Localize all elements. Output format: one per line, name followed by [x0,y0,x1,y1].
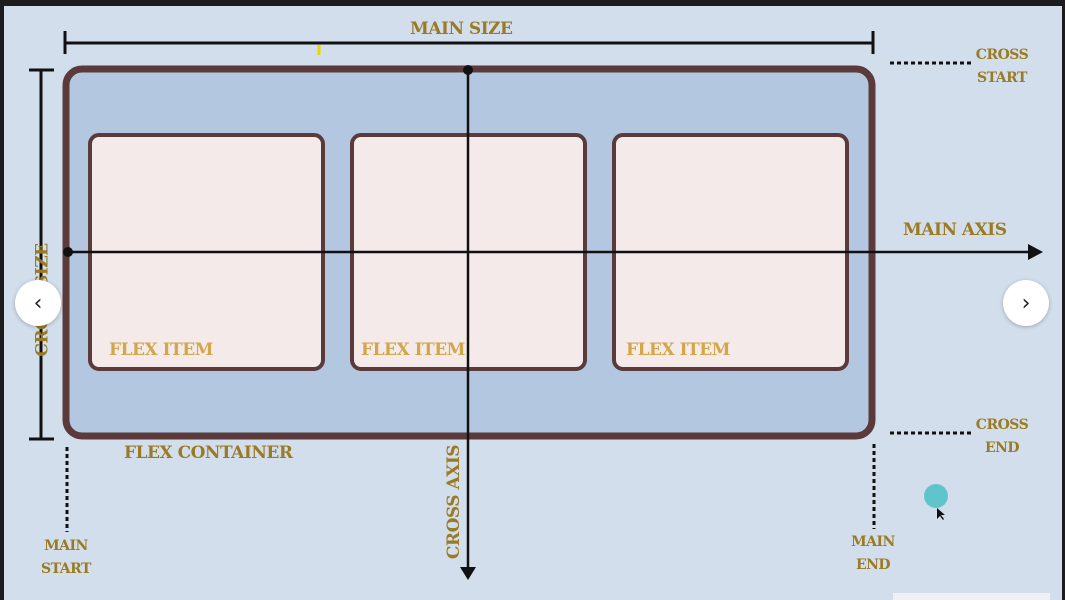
main-axis-start-dot [63,247,73,257]
main-end-label: MAIN END [843,531,903,577]
main-axis-arrowhead [1028,244,1043,260]
main-size-label: MAIN SIZE [410,19,513,39]
flex-item-label-1: FLEX ITEM [109,340,213,360]
cross-start-label-line2: START [977,70,1027,86]
previous-slide-button[interactable]: ‹ [15,280,61,326]
chevron-left-icon: ‹ [33,290,43,316]
cursor-highlight-dot [924,484,948,508]
chevron-right-icon: › [1021,290,1031,316]
cross-end-label-line1: CROSS [975,417,1029,433]
cross-start-label: CROSS START [972,44,1032,90]
main-end-label-line1: MAIN [851,534,895,550]
cross-end-label-line2: END [984,440,1020,456]
main-start-label: MAIN START [36,535,96,581]
flex-item-label-2: FLEX ITEM [361,340,465,360]
cross-axis-label: CROSS AXIS [444,444,465,560]
bottom-edge-strip [893,593,1050,600]
main-end-label-line2: END [855,557,891,573]
cross-axis-start-dot [463,65,473,75]
cross-start-label-line1: CROSS [975,47,1029,63]
main-axis-label: MAIN AXIS [903,220,1007,240]
flex-item-label-3: FLEX ITEM [626,340,730,360]
mouse-cursor-icon [937,508,945,520]
flex-container-label: FLEX CONTAINER [124,443,293,463]
cross-axis-arrowhead [460,567,476,580]
next-slide-button[interactable]: › [1003,280,1049,326]
cross-end-label: CROSS END [972,414,1032,460]
main-start-label-line1: MAIN [44,538,88,554]
main-start-label-line2: START [41,561,91,577]
